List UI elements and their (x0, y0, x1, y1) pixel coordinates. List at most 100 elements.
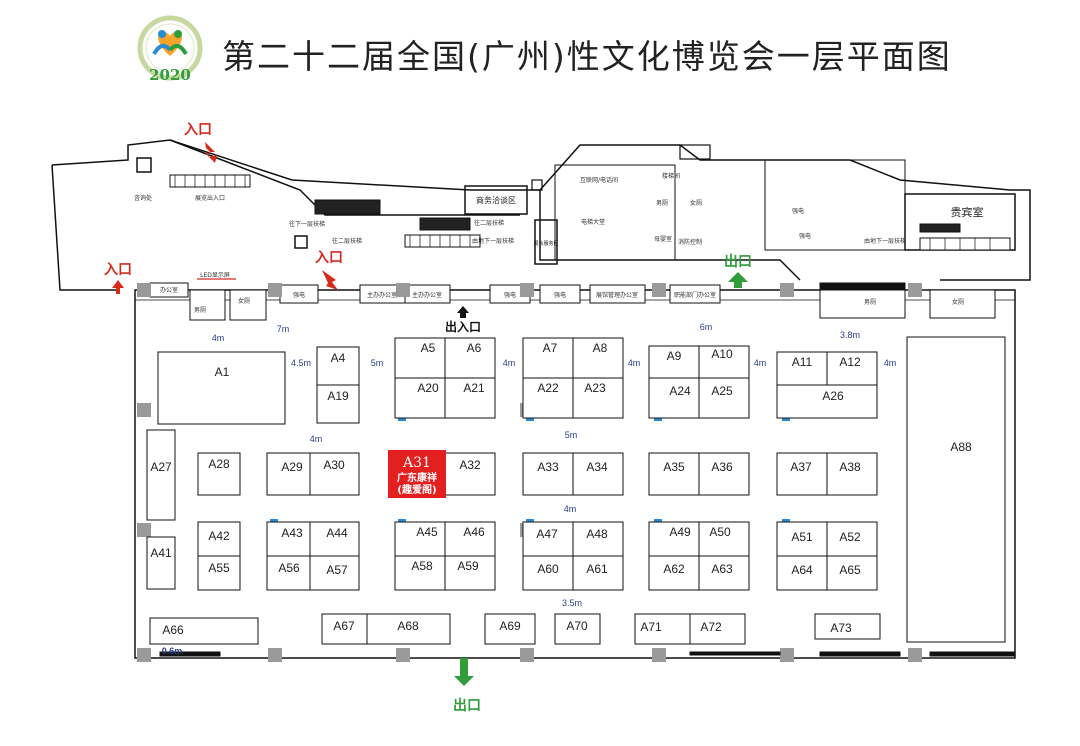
booth-label: A8 (593, 341, 608, 355)
room-label: 办公室 (160, 286, 178, 294)
booth-label: A10 (711, 347, 733, 361)
booth-a70[interactable] (554, 613, 601, 645)
booth-label: A45 (416, 525, 438, 539)
booth-label: A43 (281, 526, 303, 540)
booth-label: A70 (566, 619, 588, 633)
booth-label: A46 (463, 525, 485, 539)
booth-label: A88 (950, 440, 972, 454)
room-label: 展馆管理办公室 (596, 291, 638, 299)
room-label: 由地下一层扶梯 (472, 237, 514, 245)
booth-a66[interactable] (149, 617, 259, 645)
booth-a31-name: 广东康祥 (397, 471, 437, 484)
booth-label: A25 (711, 384, 733, 398)
booth-a88[interactable] (906, 336, 1006, 643)
booth-label: A11 (792, 355, 813, 369)
upper-building (51, 139, 1031, 291)
booth-label: A36 (711, 460, 733, 474)
booth-label: A20 (417, 381, 439, 395)
booth-a73[interactable] (814, 613, 881, 640)
booth-labels: A1 A4 A19 A5 A6 A7 A8 A9 A10 A11 A12 A20… (150, 341, 972, 637)
booth-label: A24 (669, 384, 691, 398)
person-body-icon (168, 43, 188, 56)
room-label: 主办办公室 (412, 291, 442, 299)
booth-a1[interactable] (157, 351, 286, 425)
room-label: 强电 (554, 291, 566, 299)
service-rooms (149, 282, 996, 321)
distance-labels: 4m 7m 4.5m 5m 4m 4m 4m 4m 6m 3.8m 4m 5m … (162, 322, 897, 656)
exit-label: 出口 (724, 253, 752, 270)
distance-label: 3.8m (840, 330, 860, 340)
pillar-box (531, 179, 543, 191)
entrance-label: 入口 (104, 262, 132, 278)
room-label: 男厕 (656, 200, 668, 207)
room-label: 由地下一层扶梯 (864, 237, 906, 245)
room-label: 楼梯间 (662, 172, 680, 180)
room-label: 往下一层扶梯 (289, 220, 325, 228)
booth-label: A57 (326, 563, 348, 577)
stair-box (679, 144, 711, 160)
hatch-lines (174, 175, 991, 250)
logo-year: 2020 (149, 66, 191, 84)
booth-label: A9 (667, 349, 682, 363)
booth-a27[interactable] (146, 429, 176, 521)
distance-label: 7m (277, 324, 290, 334)
booth-a69[interactable] (484, 613, 536, 645)
booth-label: A44 (326, 526, 348, 540)
person-head-icon (174, 30, 182, 38)
distance-label: 6m (700, 322, 713, 332)
room-label: 强电 (799, 232, 811, 240)
info-desk (136, 157, 152, 173)
booth-label: A27 (150, 460, 172, 474)
booth-label: A55 (208, 561, 230, 575)
logo-ring (137, 15, 203, 81)
booth-a28[interactable] (197, 452, 241, 496)
escalators (169, 174, 1011, 251)
booth-label: A37 (790, 460, 812, 474)
booth-a67-a68[interactable] (321, 613, 451, 645)
booth-label: A67 (333, 619, 355, 633)
booth-label: A69 (499, 619, 521, 633)
booth-label: A72 (700, 620, 722, 634)
booth-label: A62 (663, 562, 685, 576)
booth-label: A47 (536, 527, 558, 541)
room-label: 强电 (293, 291, 305, 299)
room-label: 母婴室 (654, 235, 672, 243)
room-label: 消防控制 (678, 238, 702, 246)
distance-label: 3.5m (562, 598, 582, 608)
distance-label: 4m (212, 333, 225, 343)
booth-a31-highlight[interactable] (388, 450, 446, 498)
booth-label: A42 (208, 529, 230, 543)
room-label: 电梯大堂 (581, 218, 605, 226)
booth-label: A71 (640, 620, 662, 634)
booth-label: A21 (463, 381, 485, 395)
page-title: 第二十二届全国(广州)性文化博览会一层平面图 (222, 37, 952, 76)
booth-label: A52 (839, 530, 861, 544)
room-label: 强电 (792, 207, 804, 215)
booth-a32[interactable] (444, 452, 496, 496)
booth-label: A30 (323, 458, 345, 472)
booth-label: A33 (537, 460, 559, 474)
booth-label: A60 (537, 562, 559, 576)
booth-label: A6 (467, 341, 482, 355)
booth-label: A5 (421, 341, 436, 355)
booth-label: A1 (215, 365, 230, 379)
booth-label: A64 (791, 563, 813, 577)
booth-label: A32 (459, 458, 481, 472)
pillar-box (294, 235, 308, 249)
room-label: 往二层扶梯 (332, 237, 362, 245)
booth-label: A59 (457, 559, 479, 573)
booth-a41[interactable] (146, 536, 176, 590)
room-label: 展览出入口 (195, 194, 225, 202)
room-labels: 办公室 LED显示屏 男厕 女厕 强电 主办办公室 主办办公室 强电 强电 展馆… (134, 172, 964, 314)
entrance-label: 入口 (315, 250, 343, 266)
booth-label: A7 (543, 341, 558, 355)
room-label: 主办办公室 (367, 291, 397, 299)
booth-label: A35 (663, 460, 685, 474)
exit-arrow-up-icon (728, 272, 748, 288)
room-label: 往二层扶梯 (474, 219, 504, 227)
entrance-arrow-icon (112, 280, 124, 294)
booth-label: A23 (584, 381, 606, 395)
booth-label: A68 (397, 619, 419, 633)
booth-a29-a30[interactable] (266, 452, 360, 496)
